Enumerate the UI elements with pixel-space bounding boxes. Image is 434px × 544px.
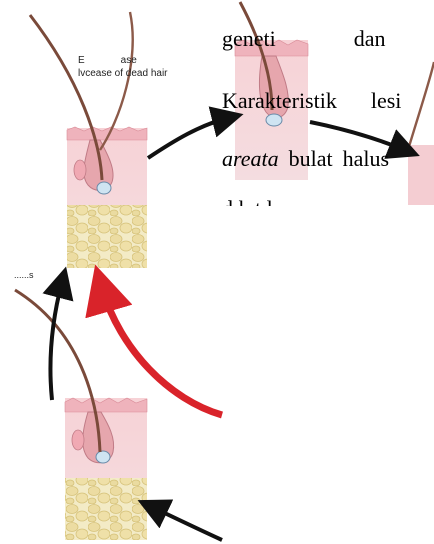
hair-strand-right [406, 61, 434, 151]
hair-strand-1b [99, 11, 134, 151]
body-text-line-3: areata bulat halus [222, 146, 389, 172]
hair-strand-2 [238, 1, 274, 111]
arrow-cycle-left-up [42, 266, 74, 401]
text-word: lesi [370, 88, 402, 113]
text-word: bulat [288, 146, 333, 171]
hair-strand-3 [14, 288, 102, 453]
stage-label: ......s [14, 270, 34, 280]
arrow-cycle-top [146, 106, 244, 160]
skin-section-right-edge [408, 145, 434, 205]
text-word: geneti [222, 26, 276, 51]
diagram-heading-line2: lvcease of dead hair [78, 68, 168, 79]
skin-section-top-left [66, 126, 148, 268]
body-text-line-2: Karakteristik lesi [222, 88, 401, 114]
body-text-line-1: geneti dan [222, 26, 386, 52]
skin-section-bottom-left [64, 397, 148, 540]
text-word: areata [222, 146, 279, 171]
arrow-cycle-bottom [137, 499, 223, 542]
arrow-red-return [85, 264, 223, 419]
body-text-line-4-clipped: d k t l [222, 196, 273, 206]
arrow-cycle-right [309, 120, 420, 159]
text-word: halus [342, 146, 390, 171]
hair-strand-1 [28, 14, 104, 181]
text-word: Karakteristik [222, 88, 337, 113]
text-word: dan [353, 26, 386, 51]
